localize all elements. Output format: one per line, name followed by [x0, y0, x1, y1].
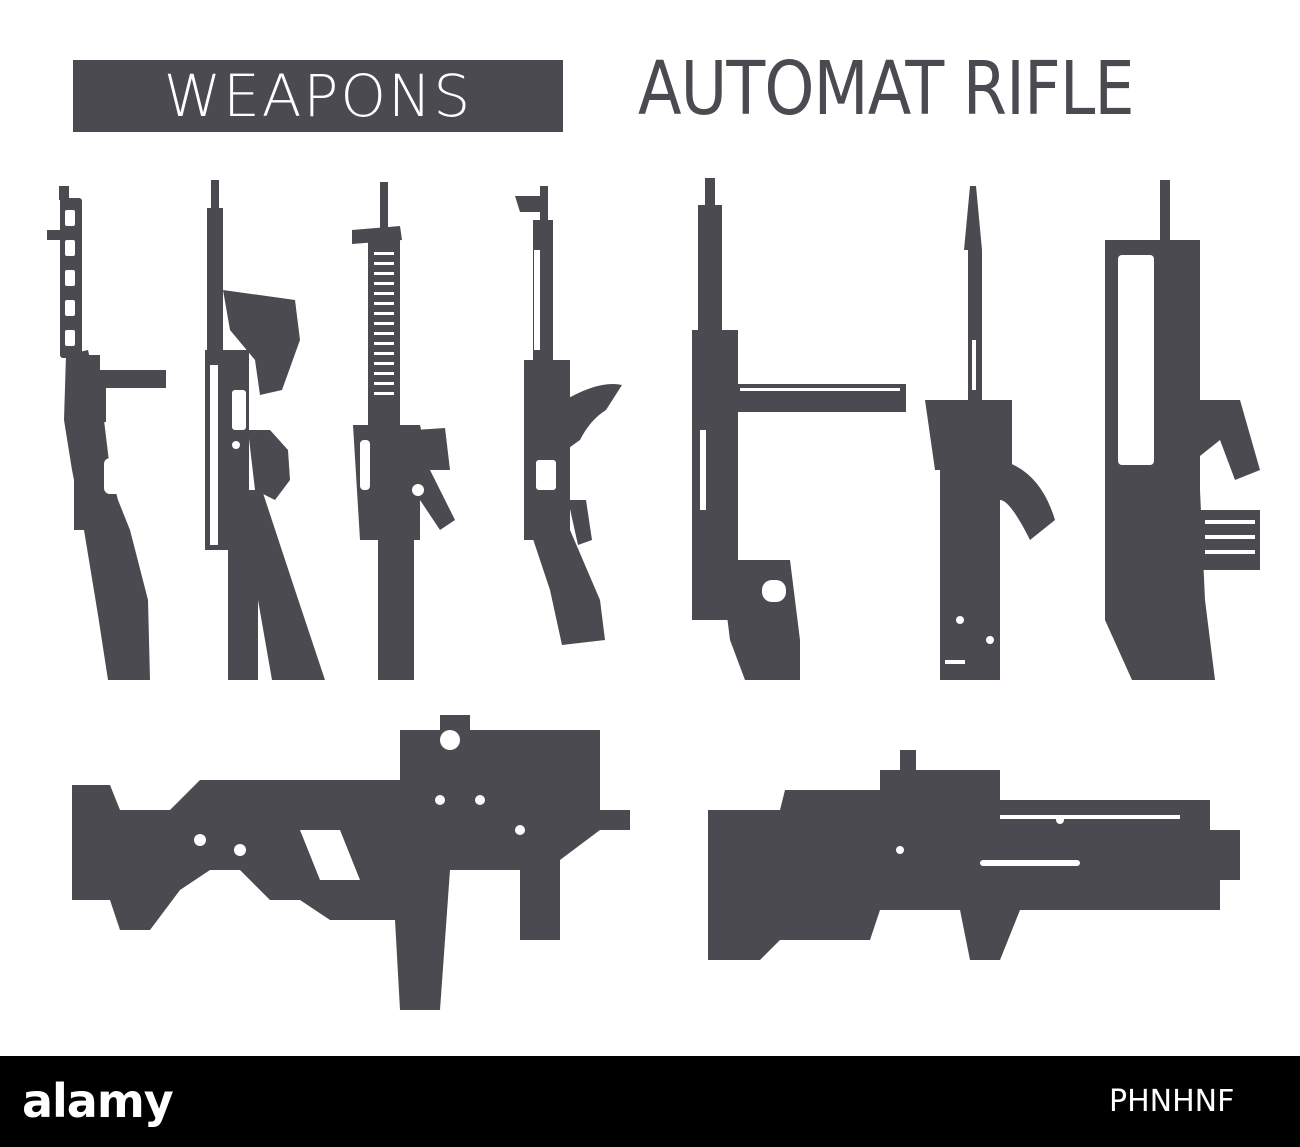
title-box: WEAPONS: [73, 60, 563, 132]
m16-rifle-icon: [352, 182, 455, 680]
thompson-smg-icon: [205, 180, 325, 680]
footer-bar: alamy PHNHNF: [0, 1056, 1300, 1147]
ppsh-smg-icon: [47, 186, 166, 680]
image-id: PHNHNF: [1109, 1084, 1235, 1119]
page-subtitle: AUTOMAT RIFLE: [638, 46, 1135, 132]
mp40-smg-icon: [692, 178, 906, 680]
bayonet-rifle-icon: [925, 186, 1055, 680]
ak47-rifle-icon: [515, 186, 622, 645]
scar-launcher-rifle-icon: [708, 750, 1240, 960]
page-title: WEAPONS: [163, 62, 473, 130]
logo: alamy: [22, 1074, 174, 1128]
